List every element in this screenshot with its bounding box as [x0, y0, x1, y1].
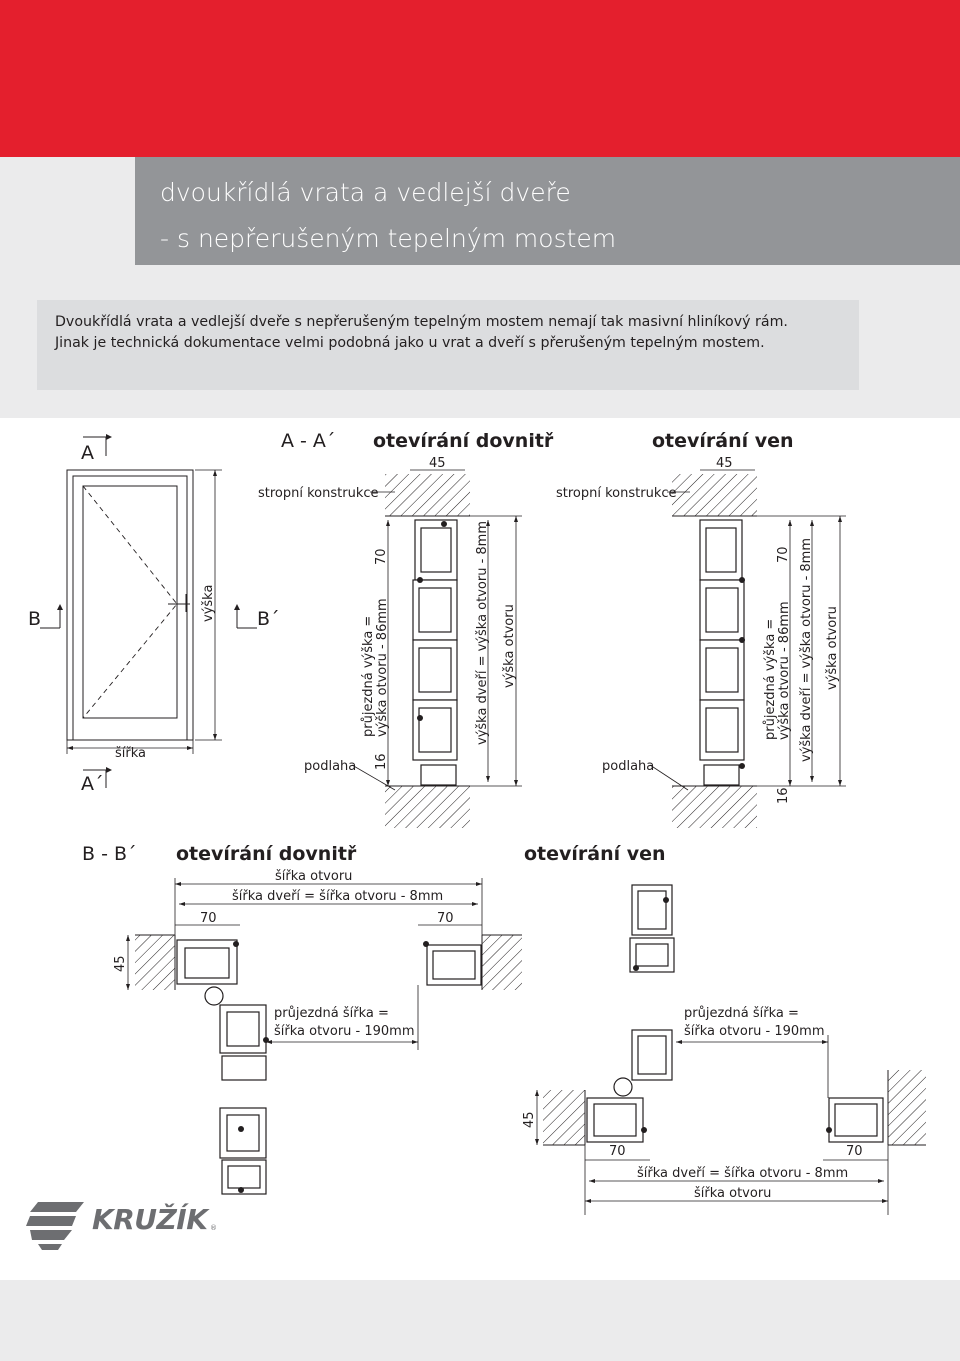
- bb-inward-doorwidth: šířka dveří = šířka otvoru - 8mm: [232, 889, 443, 904]
- aa-outward-doorheight: výška dveří = výška otvoru - 8mm: [799, 538, 814, 762]
- page-title-line1: dvoukřídlá vrata a vedlejší dveře: [160, 178, 571, 207]
- intro-line1: Dvoukřídlá vrata a vedlejší dveře s nepř…: [55, 314, 788, 330]
- aa-inward-passage1: průjezdná výška =: [361, 616, 376, 737]
- aa-outward-passage1: průjezdná výška =: [763, 619, 778, 740]
- bb-outward-doorwidth: šířka dveří = šířka otvoru - 8mm: [637, 1166, 848, 1181]
- kruzik-logo-icon: [26, 1202, 84, 1250]
- aa-outward-passage2: výška otvoru - 86mm: [777, 601, 792, 740]
- intro-box: [37, 300, 859, 390]
- header-red-band: [0, 0, 960, 157]
- title-bar: [135, 157, 960, 265]
- bb-outward-dim45: 45: [522, 1111, 537, 1128]
- aa-inward-dim45: 45: [429, 456, 446, 471]
- bb-inward-dim45: 45: [113, 955, 128, 972]
- section-aa-outward: otevírání ven 45 stropní konstrukce podl…: [556, 430, 846, 828]
- page-title-line2: - s nepřerušeným tepelným mostem: [160, 224, 617, 253]
- section-aa-heading: A - A´: [281, 430, 335, 452]
- bb-inward-dim70-right: 70: [437, 911, 454, 926]
- bb-outward-passage2: šířka otvoru - 190mm: [684, 1024, 825, 1039]
- bb-outward-openingwidth: šířka otvoru: [694, 1186, 771, 1201]
- aa-inward-dim16: 16: [374, 753, 389, 770]
- aa-outward-dim16: 16: [776, 787, 791, 804]
- mark-a-prime: A´: [81, 773, 104, 795]
- aa-inward-passage2: výška otvoru - 86mm: [375, 598, 390, 737]
- bb-inward-openingwidth: šířka otvoru: [275, 869, 352, 884]
- bb-outward-passage1: průjezdná šířka =: [684, 1006, 799, 1021]
- drawing-panel: [0, 418, 960, 1280]
- bb-inward-dim70-left: 70: [200, 911, 217, 926]
- aa-inward-ceiling: stropní konstrukce: [258, 486, 379, 501]
- mark-b-prime: B´: [257, 608, 280, 630]
- section-aa-inward: otevírání dovnitř 45 stropní konstrukce …: [258, 430, 554, 828]
- aa-inward-title: otevírání dovnitř: [373, 430, 554, 452]
- bb-inward-title: otevírání dovnitř: [176, 843, 357, 865]
- aa-outward-openingheight: výška otvoru: [825, 606, 840, 690]
- aa-inward-doorheight: výška dveří = výška otvoru - 8mm: [475, 521, 490, 745]
- bb-outward-title: otevírání ven: [524, 843, 666, 865]
- aa-outward-dim45: 45: [716, 456, 733, 471]
- height-label: výška: [201, 585, 216, 622]
- logo-registered-mark: ®: [210, 1224, 217, 1232]
- section-bb-outward: otevírání ven průjezdná šířka = šířka ot…: [522, 843, 926, 1215]
- logo-wordmark: KRUŽÍK: [92, 1203, 208, 1236]
- aa-outward-floor: podlaha: [602, 759, 654, 774]
- aa-inward-openingheight: výška otvoru: [502, 604, 517, 688]
- mark-b: B: [28, 608, 41, 630]
- aa-outward-ceiling: stropní konstrukce: [556, 486, 677, 501]
- section-bb-inward: otevírání dovnitř šířka otvoru šířka dve…: [113, 843, 522, 1195]
- aa-inward-dim70: 70: [374, 548, 389, 565]
- bb-inward-passage1: průjezdná šířka =: [274, 1006, 389, 1021]
- width-label: šířka: [115, 746, 146, 761]
- mark-a: A: [81, 442, 94, 464]
- bb-outward-dim70-right: 70: [846, 1144, 863, 1159]
- aa-outward-dim70: 70: [776, 546, 791, 563]
- door-elevation: A šířka výška B B´ A´: [28, 434, 280, 795]
- bb-inward-passage2: šířka otvoru - 190mm: [274, 1024, 415, 1039]
- aa-outward-title: otevírání ven: [652, 430, 794, 452]
- section-bb-heading: B - B´: [82, 843, 137, 865]
- aa-inward-floor: podlaha: [304, 759, 356, 774]
- bb-outward-dim70-left: 70: [609, 1144, 626, 1159]
- intro-line2: Jinak je technická dokumentace velmi pod…: [55, 335, 765, 351]
